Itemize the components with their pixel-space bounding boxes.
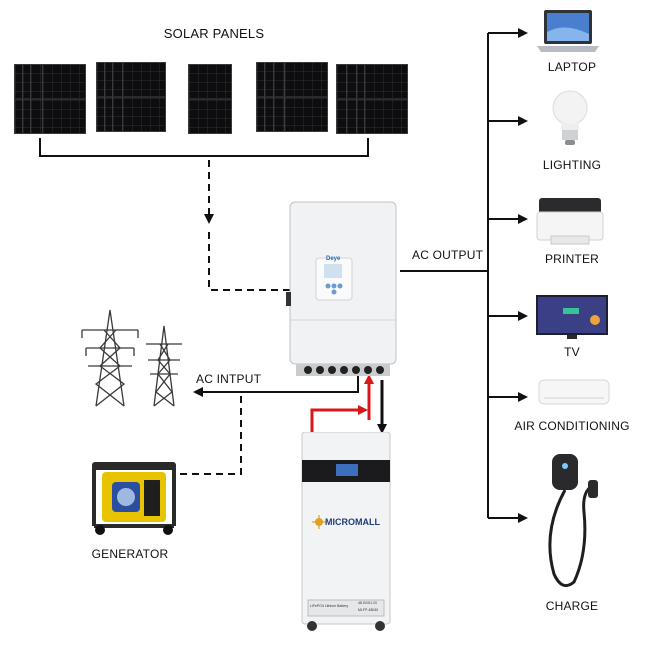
pv-to-inverter-line (208, 232, 290, 291)
battery-plate-type: LiFePO4 Lithium Battery (310, 604, 349, 608)
load-label-lighting: LIGHTING (542, 158, 602, 172)
solar-panel (364, 64, 408, 134)
ac-input-label: AC INTPUT (196, 372, 262, 386)
battery-link-arrow (377, 424, 387, 434)
battery-plate-voltage: 48.0V/51.2V (358, 601, 378, 605)
solar-panels-label: SOLAR PANELS (163, 26, 265, 41)
generator-label: GENERATOR (91, 547, 169, 561)
tv-icon (535, 294, 609, 340)
battery-brand: MICROMALL (325, 517, 380, 527)
ac-input-line (200, 372, 359, 393)
load-label-printer: PRINTER (544, 252, 600, 266)
battery-logo-mark (312, 515, 326, 529)
solar-panel (188, 64, 232, 134)
load-label-charge: CHARGE (545, 599, 599, 613)
load-label-laptop: LAPTOP (547, 60, 597, 74)
solar-panel (284, 62, 328, 132)
light-bulb-icon (550, 90, 590, 148)
lithium-battery: MICROMALL LiFePO4 Lithium Battery 48.0V/… (300, 431, 392, 632)
laptop-icon (535, 8, 601, 54)
dc-link-arrow-up (364, 374, 374, 384)
battery-plate-model: MLFP-48040 (358, 608, 379, 612)
solar-panel (122, 62, 166, 132)
dc-link-arrow-right (358, 405, 368, 415)
generator (88, 458, 180, 536)
inverter-brand: Deye (326, 256, 341, 262)
solar-combiner-line (39, 138, 369, 157)
ac-output-label: AC OUTPUT (412, 248, 484, 262)
solar-panel (42, 64, 86, 134)
load-feed-arrows (488, 28, 528, 523)
hybrid-inverter: Deye (286, 200, 400, 380)
printer-icon (535, 192, 605, 248)
ac-input-arrow (193, 387, 203, 397)
load-label-tv: TV (564, 345, 580, 359)
ev-charger-icon (540, 452, 606, 594)
pv-feed-arrow (204, 214, 214, 224)
dc-link-line (310, 408, 360, 432)
transmission-tower-left-icon (81, 309, 139, 407)
load-label-air-conditioning: AIR CONDITIONING (514, 419, 630, 433)
power-grid-towers (74, 308, 194, 408)
transmission-tower-right-icon (146, 325, 182, 407)
air-conditioner-icon (538, 378, 610, 408)
generator-line (180, 392, 242, 475)
